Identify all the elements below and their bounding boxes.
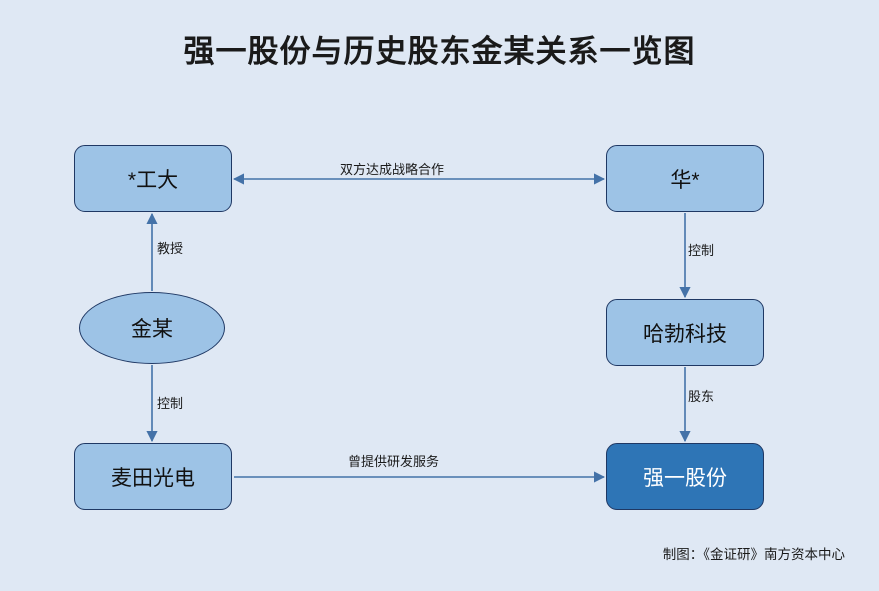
node-jinmou[interactable]: 金某: [79, 292, 225, 364]
node-hua-label: 华*: [670, 168, 700, 192]
node-qiangyi-label: 强一股份: [643, 466, 727, 490]
page-title: 强一股份与历史股东金某关系一览图: [183, 34, 696, 69]
node-habo[interactable]: 哈勃科技: [606, 299, 764, 366]
node-jinmou-label: 金某: [131, 318, 173, 341]
node-hua[interactable]: 华*: [606, 145, 764, 212]
edge-label-professor: 教授: [157, 241, 184, 256]
edge-label-strategic: 双方达成战略合作: [340, 162, 445, 177]
edge-label-control-left: 控制: [157, 396, 184, 411]
source-credit: 制图：《金证研》南方资本中心: [662, 547, 845, 562]
node-maitian[interactable]: 麦田光电: [74, 443, 232, 510]
node-gongda[interactable]: *工大: [74, 145, 232, 212]
edge-label-rnd: 曾提供研发服务: [348, 454, 440, 469]
node-habo-label: 哈勃科技: [643, 322, 727, 346]
node-maitian-label: 麦田光电: [111, 466, 195, 490]
node-gongda-label: *工大: [127, 168, 179, 192]
node-qiangyi[interactable]: 强一股份: [606, 443, 764, 510]
edge-label-control-right: 控制: [688, 243, 715, 258]
edge-label-shareholder: 股东: [688, 389, 715, 404]
